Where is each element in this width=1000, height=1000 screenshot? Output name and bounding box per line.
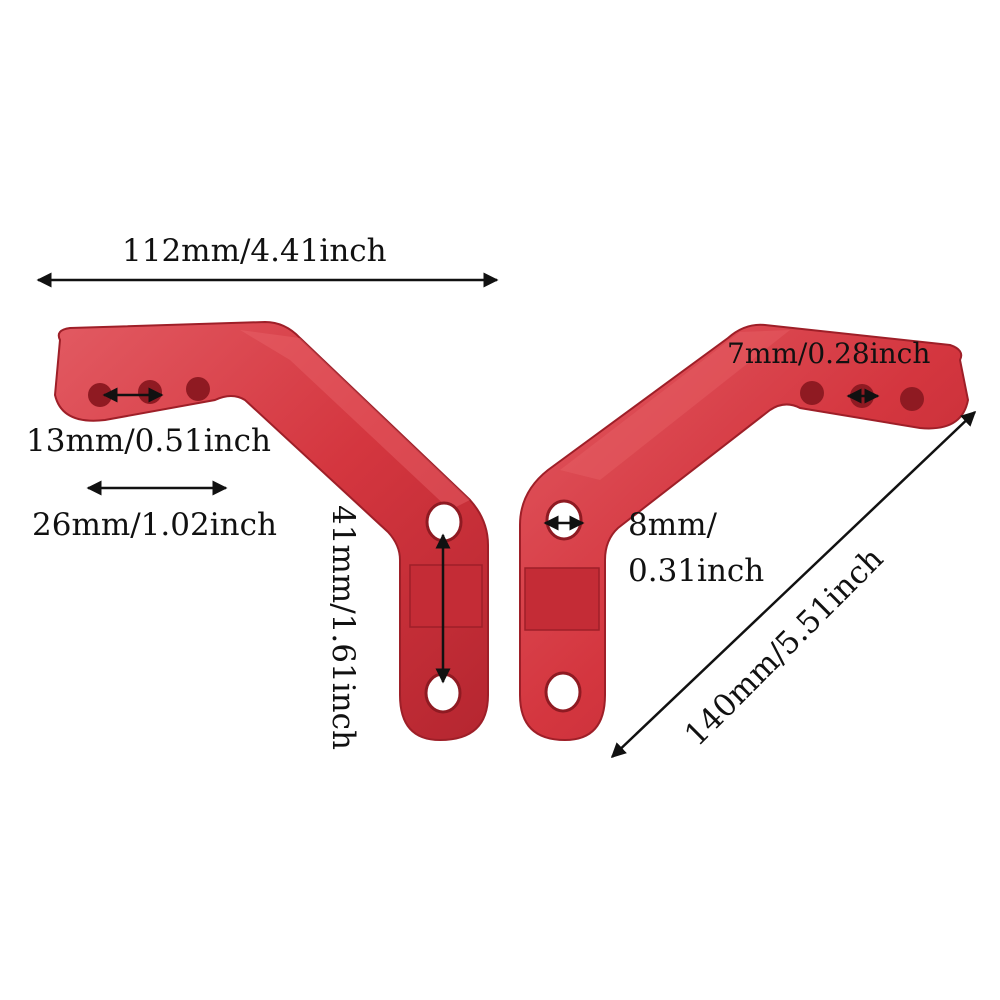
left-hole-3 bbox=[186, 377, 210, 401]
diagonal-length-arrow bbox=[610, 410, 977, 759]
mount-hole-label-line2: 0.31inch bbox=[628, 553, 765, 589]
right-mount-hole-bottom bbox=[544, 671, 582, 713]
right-hole-3 bbox=[900, 387, 924, 411]
hole-spacing-small-label: 13mm/0.51inch bbox=[26, 423, 271, 459]
left-bracket-step bbox=[409, 564, 483, 628]
hole-spacing-large-label: 26mm/1.02inch bbox=[32, 507, 277, 543]
left-bracket bbox=[53, 320, 489, 742]
overall-width-label: 112mm/4.41inch bbox=[122, 233, 387, 269]
right-bracket-step bbox=[524, 567, 600, 631]
left-bracket-body bbox=[53, 320, 489, 742]
left-hole-2 bbox=[138, 380, 162, 404]
right-hole-1 bbox=[800, 381, 824, 405]
thread-hole-label: 7mm/0.28inch bbox=[727, 337, 931, 370]
left-bracket-bevel bbox=[240, 330, 470, 510]
vertical-hole-spacing-label: 41mm/1.61inch bbox=[325, 505, 361, 750]
mount-hole-label-line1: 8mm/ bbox=[628, 507, 717, 543]
right-mount-hole-top bbox=[545, 499, 583, 541]
